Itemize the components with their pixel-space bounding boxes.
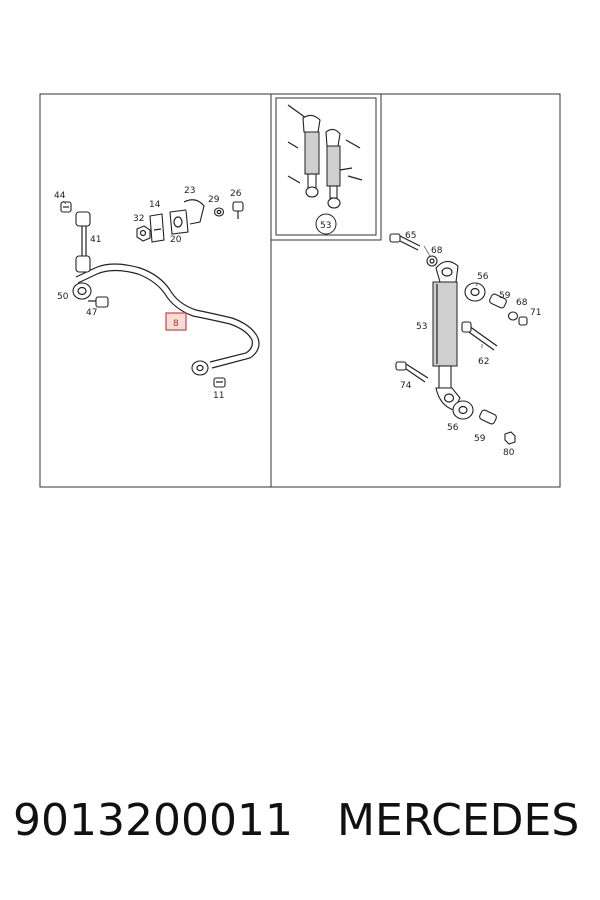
callout-59a: 59 <box>499 291 511 301</box>
end-link-left <box>75 211 91 273</box>
callout-8-highlight <box>165 312 187 331</box>
sleeve-59b <box>479 409 497 425</box>
callout-14: 14 <box>149 200 161 210</box>
callout-41: 41 <box>90 235 101 245</box>
nut-11 <box>213 377 226 388</box>
callout-44: 44 <box>54 191 66 201</box>
callout-62: 62 <box>478 357 489 367</box>
inset-shock-left <box>287 104 321 198</box>
inset-shock-right <box>325 128 363 209</box>
callout-32: 32 <box>133 214 144 224</box>
sleeve-59a <box>489 293 507 309</box>
callout-68b: 68 <box>516 298 528 308</box>
inset-inner-frame <box>275 97 377 236</box>
callout-23: 23 <box>184 186 195 196</box>
washer-68a <box>426 255 438 267</box>
part-caption: 9013200011 MERCEDES <box>0 795 600 865</box>
callout-68a: 68 <box>431 246 443 256</box>
nut-32 <box>136 225 151 242</box>
callout-59b: 59 <box>474 434 486 444</box>
bracket-14 <box>149 213 165 243</box>
callout-8: 8 <box>173 319 179 329</box>
bushing-56b <box>452 400 474 420</box>
part-number: 9013200011 <box>13 795 293 846</box>
brand-name: MERCEDES <box>337 795 580 846</box>
inset-callout-circle <box>315 213 337 235</box>
callout-53: 53 <box>416 322 427 332</box>
callout-11: 11 <box>213 391 224 401</box>
bushing-50 <box>72 282 92 300</box>
nut-44 <box>60 201 72 213</box>
stabilizer-bar <box>75 263 260 369</box>
callout-74: 74 <box>400 381 412 391</box>
callout-80: 80 <box>503 448 515 458</box>
callout-65: 65 <box>405 231 416 241</box>
callout-56a: 56 <box>477 272 489 282</box>
leader-lines <box>62 200 483 348</box>
callout-50: 50 <box>57 292 69 302</box>
stud-62 <box>461 321 498 351</box>
washer-68b <box>507 311 519 321</box>
nut-80 <box>504 431 516 445</box>
end-link-bottom <box>191 360 209 376</box>
callout-53-inset: 53 <box>320 221 331 231</box>
callout-56b: 56 <box>447 423 459 433</box>
callout-29: 29 <box>208 195 220 205</box>
inset-frame <box>270 93 382 241</box>
callout-20: 20 <box>170 235 182 245</box>
bolt-65 <box>389 233 421 251</box>
bolt-26 <box>232 201 244 219</box>
bushing-56a <box>464 282 486 302</box>
bolt-74 <box>395 361 429 383</box>
shock-absorber <box>432 260 461 411</box>
callout-71: 71 <box>530 308 541 318</box>
nut-71 <box>518 316 528 326</box>
callout-26: 26 <box>230 189 242 199</box>
bushing-20-23 <box>169 199 205 235</box>
washer-29 <box>213 207 225 217</box>
bolt-47 <box>88 296 109 308</box>
callout-47: 47 <box>86 308 97 318</box>
